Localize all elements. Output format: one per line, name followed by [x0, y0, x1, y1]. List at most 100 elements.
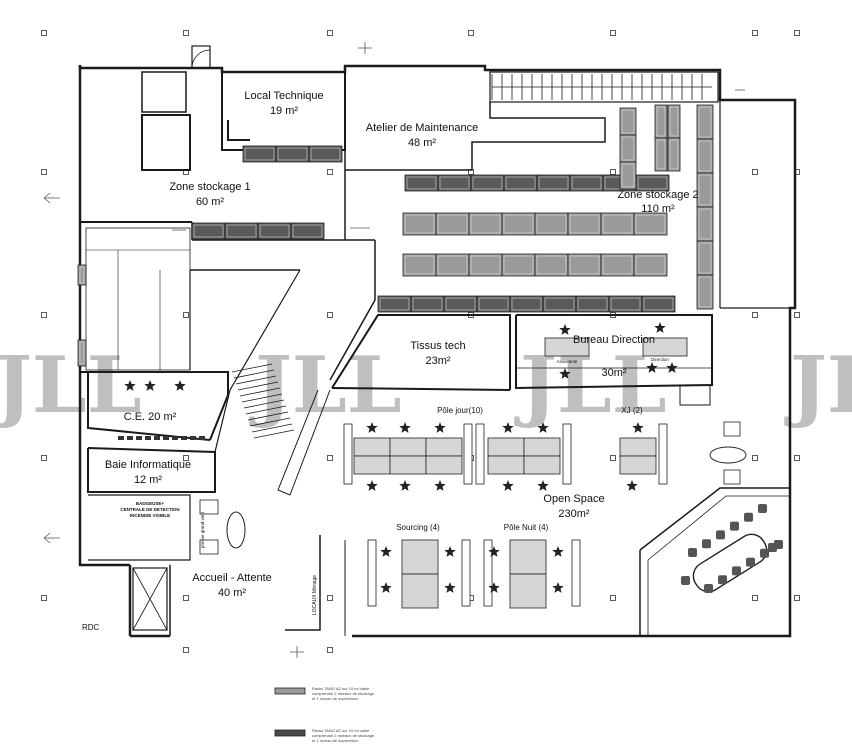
meeting-chair [716, 530, 725, 540]
rack-inner [79, 266, 85, 284]
rack [534, 253, 569, 277]
chair [646, 362, 658, 373]
desk [487, 437, 525, 457]
desk [401, 573, 439, 609]
partition [475, 423, 485, 485]
rack-inner [635, 214, 666, 234]
rack [224, 222, 259, 240]
rack-body [191, 222, 226, 240]
desk [389, 455, 427, 475]
room-area-bureau: 30m² [601, 367, 626, 379]
rack-body [308, 145, 343, 163]
rack [696, 274, 714, 310]
column-marker [794, 312, 800, 318]
rack-inner [511, 297, 542, 311]
chair [488, 546, 500, 557]
rack-body [619, 107, 637, 136]
rack-body [619, 134, 637, 163]
column-marker [327, 595, 333, 601]
rack-body [470, 174, 505, 192]
rack-body [402, 212, 437, 236]
rack-inner [437, 214, 468, 234]
desk [619, 437, 657, 457]
rack [443, 295, 478, 313]
label-presse: presse grand vent [200, 511, 205, 548]
desk [544, 337, 590, 357]
desk [619, 455, 657, 475]
baie-unit [181, 436, 187, 440]
rack-inner [379, 297, 410, 311]
stair-step [237, 381, 279, 391]
rack-inner [310, 147, 341, 161]
rack-inner [698, 106, 712, 138]
rack-inner [698, 276, 712, 308]
room-name-bureau: Bureau Direction [573, 334, 655, 346]
room-name-tissus-tech: Tissus tech [410, 340, 465, 352]
chair [626, 480, 638, 491]
rack [402, 253, 437, 277]
rack-body [468, 253, 503, 277]
meeting-chair [718, 575, 727, 585]
chair [666, 362, 678, 373]
rack-inner [437, 255, 468, 275]
legend-text: et 1 niveau de supervision [312, 696, 358, 701]
rack-inner [538, 176, 569, 190]
rack-inner [412, 297, 443, 311]
rack-inner [602, 214, 633, 234]
rack-inner [569, 255, 600, 275]
column-marker [327, 169, 333, 175]
column-marker [41, 595, 47, 601]
rack-inner [259, 224, 290, 238]
rack-inner [406, 176, 437, 190]
rack-body [443, 295, 478, 313]
meeting-table [692, 533, 768, 593]
rack-inner [669, 106, 679, 137]
chair [444, 582, 456, 593]
rack-body [600, 212, 635, 236]
legend-swatch [274, 687, 306, 695]
bureau-name: Bureau Direction [573, 334, 655, 346]
column-marker [41, 169, 47, 175]
partition [483, 539, 493, 607]
rack [567, 253, 602, 277]
rack-body [654, 137, 668, 172]
rack [435, 253, 470, 277]
column-marker [752, 455, 758, 461]
rack [667, 104, 681, 139]
rack-body [667, 137, 681, 172]
partition [658, 423, 668, 485]
rack-inner [503, 255, 534, 275]
column-marker [327, 455, 333, 461]
rack-inner [577, 297, 608, 311]
rack-inner [698, 174, 712, 206]
chair [632, 422, 644, 433]
door-arrows [43, 42, 745, 658]
staircase [231, 74, 712, 439]
baie-unit [127, 436, 133, 440]
room-area-stockage-1: 60 m² [196, 196, 224, 208]
meeting-chair [758, 504, 767, 513]
rack-inner [404, 255, 435, 275]
rack-body [575, 295, 610, 313]
rack [468, 212, 503, 236]
desk [425, 437, 463, 457]
floor-label: RDC [82, 623, 100, 632]
rack [569, 174, 604, 192]
rack [641, 295, 676, 313]
rack-inner [505, 176, 536, 190]
rack-body [224, 222, 259, 240]
rack-inner [643, 297, 674, 311]
label-assistante: Assistante [557, 359, 578, 364]
rack [575, 295, 610, 313]
rack [501, 212, 536, 236]
rack [377, 295, 412, 313]
detection-line-2: CENTRALE DE DETECTION [120, 507, 179, 512]
rack [509, 295, 544, 313]
column-marker [794, 455, 800, 461]
column-marker [610, 595, 616, 601]
chair [399, 422, 411, 433]
rack-inner [470, 214, 501, 234]
rack-inner [669, 139, 679, 170]
desk [642, 337, 688, 357]
rack-body [569, 174, 604, 192]
